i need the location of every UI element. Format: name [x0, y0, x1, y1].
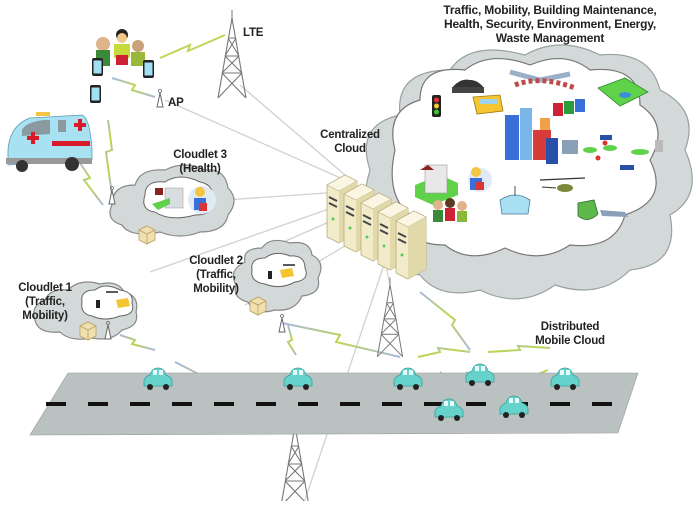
lte-tower-icon	[217, 9, 247, 99]
ap-label: AP	[168, 97, 184, 109]
patient-bed-icon	[499, 186, 531, 215]
cloudlet-1-label: Cloudlet 1 (Traffic, Mobility)	[10, 281, 80, 323]
smartphone-icon	[92, 58, 103, 76]
label-line: Mobility)	[193, 283, 239, 295]
traffic-light-icon	[432, 95, 441, 117]
services-title-line: Health, Security, Environment, Energy,	[443, 17, 656, 31]
cloudlet-1	[33, 281, 138, 341]
distributed-mobile-cloud-label: Distributed Mobile Cloud	[520, 320, 620, 348]
label-line: (Traffic,	[25, 296, 65, 308]
cloudlet-3	[108, 164, 235, 245]
helicopter-icon	[539, 177, 586, 192]
ambulance-icon	[6, 112, 93, 172]
services-title-line: Waste Management	[495, 31, 605, 45]
label-line: Cloudlet 1	[18, 282, 72, 294]
road	[29, 372, 639, 436]
security-shield-icon	[577, 199, 628, 220]
doctor-icon	[468, 167, 492, 192]
school-bus-icon	[472, 94, 504, 115]
label-line: Mobile Cloud	[535, 335, 605, 347]
label-line: Cloudlet 2	[189, 255, 243, 267]
family-icon	[433, 198, 467, 222]
label-line: Mobility)	[22, 310, 68, 322]
label-line: Distributed	[540, 321, 600, 333]
centralized-cloud-label: Centralized Cloud	[310, 128, 390, 156]
hospital-building-icon	[415, 164, 458, 205]
family-users-icon	[96, 29, 145, 66]
cell-tower-icon	[376, 277, 404, 358]
services-title: Traffic, Mobility, Building Maintenance,…	[400, 3, 700, 45]
cloudlet-2-label: Cloudlet 2 (Traffic, Mobility)	[178, 254, 254, 296]
services-title-line: Traffic, Mobility, Building Maintenance,	[443, 3, 657, 17]
ap-icon	[156, 89, 164, 108]
park-map-icon	[597, 77, 649, 107]
smartphone-icon	[143, 60, 154, 78]
label-line: Centralized	[320, 129, 380, 141]
cloudlet-3-label: Cloudlet 3 (Health)	[160, 148, 240, 176]
city-buildings-icon	[505, 108, 558, 164]
road-network-icon	[509, 69, 576, 91]
smartphone-icon	[90, 85, 101, 103]
label-line: (Traffic,	[196, 269, 236, 281]
lte-label: LTE	[243, 27, 264, 39]
label-line: Cloud	[334, 143, 366, 155]
cloudlet-2	[232, 239, 322, 333]
energy-grid-icon	[562, 135, 663, 170]
label-line: Cloudlet 3	[173, 149, 227, 161]
car-icon	[452, 79, 484, 93]
centralized-cloud-services	[364, 44, 693, 300]
label-line: (Health)	[179, 163, 221, 175]
recycle-bins-icon	[553, 99, 585, 116]
